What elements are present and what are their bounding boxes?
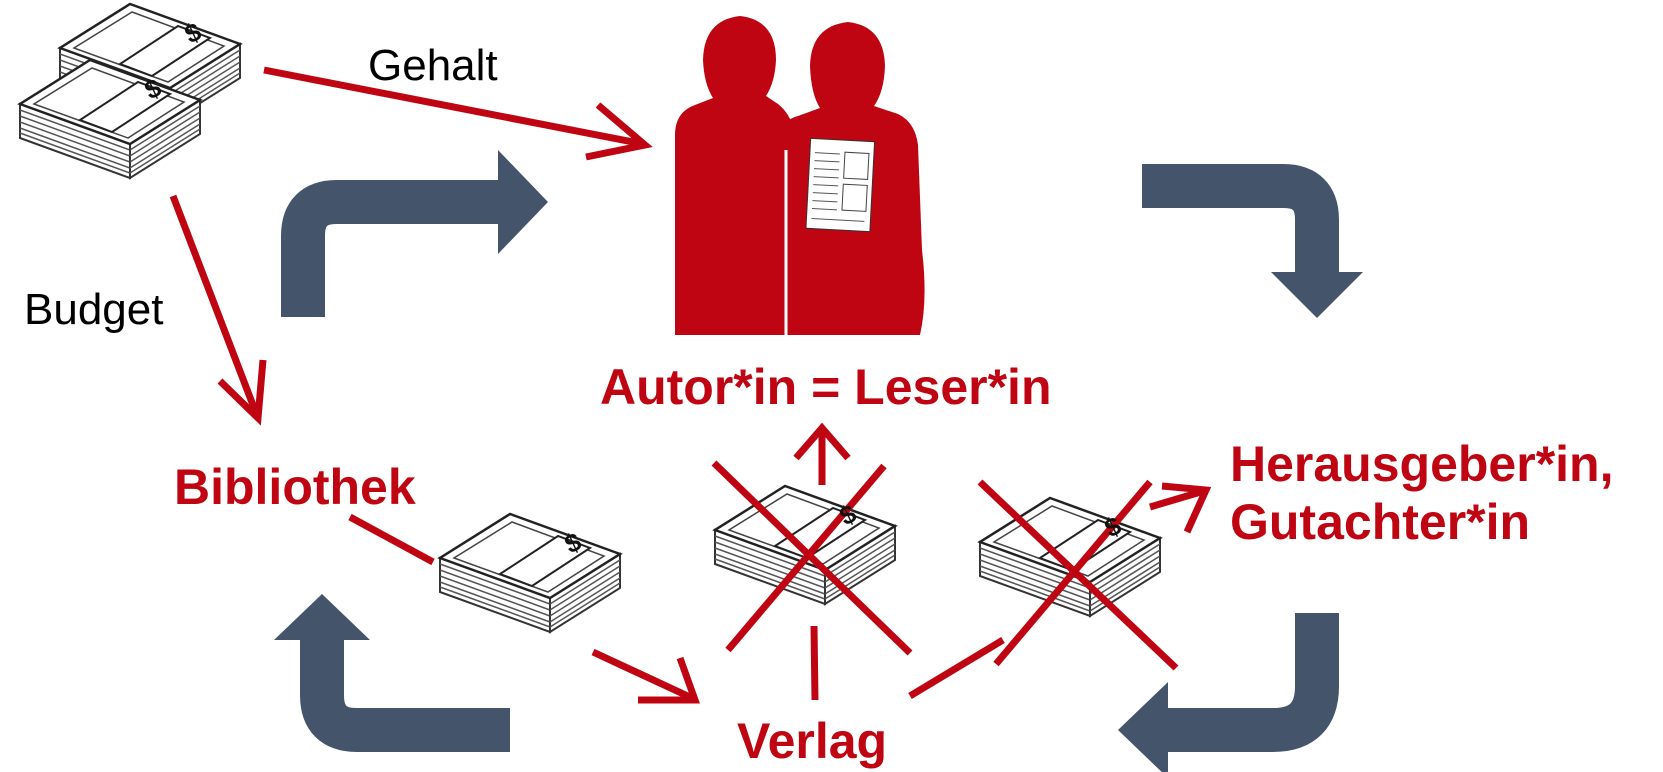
curved-arrow-icon <box>281 150 548 317</box>
author-reader-label: Autor*in = Leser*in <box>600 359 1052 415</box>
budget-arrow <box>169 194 267 426</box>
publisher-to-editor-arrow <box>1149 482 1212 534</box>
library-connector <box>348 513 435 566</box>
editor-reviewer-label: Herausgeber*in, Gutachter*in <box>1230 436 1614 550</box>
publisher-connector <box>810 625 819 701</box>
budget-label: Budget <box>24 285 164 334</box>
publisher-connector <box>908 637 1005 699</box>
curved-arrow-icon <box>1118 613 1339 772</box>
publisher-label: Verlag <box>737 713 888 769</box>
library-label: Bibliothek <box>174 459 416 515</box>
money-stack-icon <box>713 484 897 606</box>
money-stack-icon <box>978 496 1162 618</box>
salary-arrow <box>263 66 653 161</box>
cross-out-icon <box>977 479 1179 671</box>
publisher-to-author-arrow <box>793 422 851 485</box>
money-stack-icon <box>438 512 622 634</box>
cross-out-icon <box>711 460 913 656</box>
curved-arrow-icon <box>1142 164 1363 318</box>
curved-arrow-icon <box>274 594 510 752</box>
library-to-publisher-arrow <box>591 648 700 704</box>
salary-label: Gehalt <box>368 41 498 90</box>
people-silhouette-icon <box>675 16 925 335</box>
